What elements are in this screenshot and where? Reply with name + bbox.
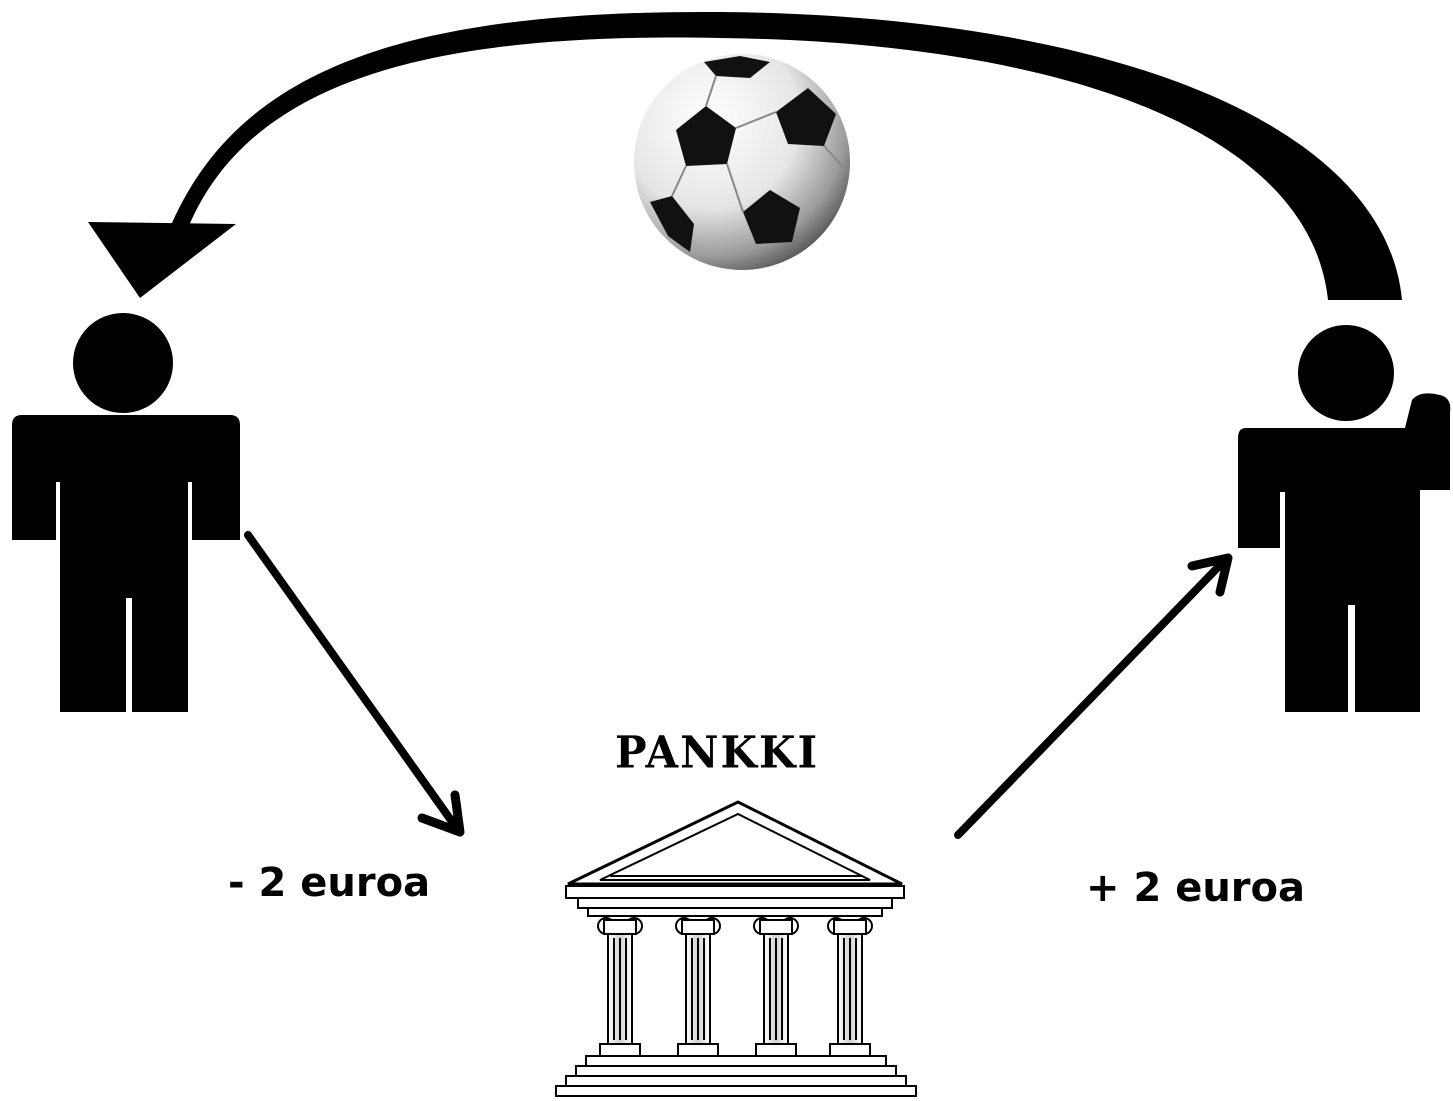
bank-building-icon <box>555 800 917 1097</box>
person-raising-hand-icon <box>1238 325 1451 712</box>
debit-arrow <box>244 531 465 837</box>
credit-arrow <box>954 553 1233 839</box>
person-icon <box>12 313 240 712</box>
soccer-ball-icon <box>634 54 850 270</box>
credit-amount-label: + 2 euroa <box>1086 865 1306 911</box>
ball-transfer-arrow <box>88 11 1402 300</box>
bank-label: PANKKI <box>615 726 820 779</box>
debit-amount-label: - 2 euroa <box>228 860 431 906</box>
